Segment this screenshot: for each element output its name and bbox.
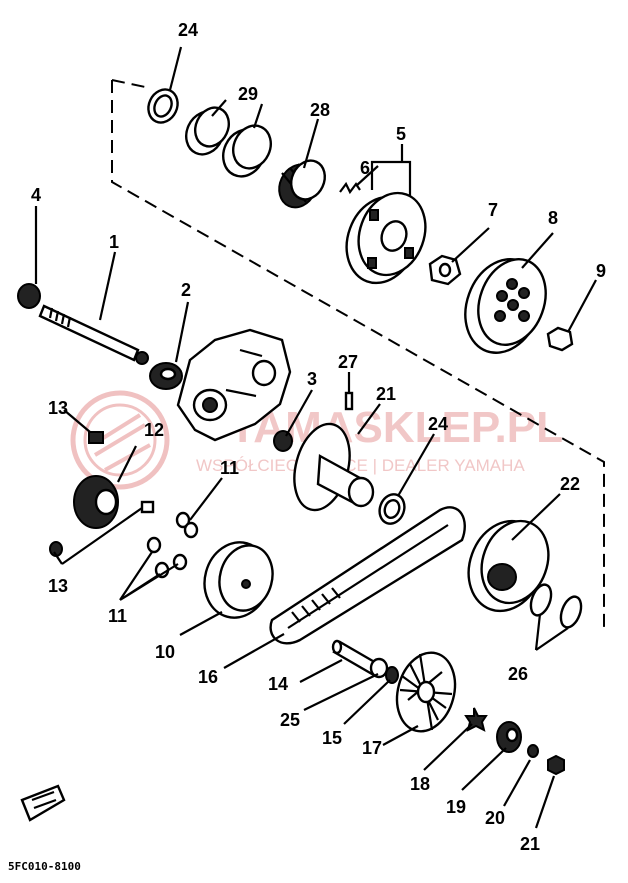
callout-26: 27 [338,352,358,372]
callout-13-upper: 13 [48,398,68,418]
callout-3: 3 [307,369,317,389]
part-5-clutch-carrier [345,191,427,285]
part-28-bushings [185,106,272,178]
part-22-secondary-sheave [293,422,375,512]
watermark-logo [70,390,170,490]
callout-13-lower: 13 [48,576,68,596]
callout-25: 26 [508,664,528,684]
callout-1: 1 [109,232,119,252]
callout-8: 8 [548,208,558,228]
transmission-case [176,328,292,442]
callout-11-lower: 11 [108,606,127,626]
callout-28: 29 [238,84,258,104]
callout-24: 24 [178,20,198,40]
part-17-fan [395,651,457,733]
callout-29: 25 [280,710,300,730]
callout-2: 2 [181,280,191,300]
callout-5: 5 [396,124,406,144]
part-7-nut [428,254,462,286]
part-3-washer [273,430,293,452]
part-12-cam [73,475,119,529]
callout-15: 15 [322,728,342,748]
part-2-bearing [149,362,183,390]
callout-numbers: 24 29 28 5 6 7 8 9 4 1 2 3 27 21 24 22 1… [31,20,606,854]
part-21-nut [547,754,565,776]
assembly-boundary-line [111,79,605,630]
part-19-one-way-clutch [496,721,522,753]
part-10-primary-sheave [203,541,274,619]
part-26-pin [344,391,354,411]
part-20-washer [527,744,539,758]
callout-16: 16 [198,667,218,687]
callout-12: 12 [144,420,164,440]
leader-lines [34,46,597,829]
part-11-rollers [146,511,199,579]
callout-9: 9 [596,261,606,281]
callout-22: 21 [376,384,396,404]
callout-11-upper: 11 [220,458,239,478]
diagram-code: 5FC010-8100 [8,860,81,873]
part-9-nut [546,326,574,352]
callout-14: 14 [268,674,288,694]
part-24-washer [147,88,179,124]
callout-27: 28 [310,100,330,120]
part-16-v-belt [269,506,466,645]
part-15-washer [385,666,399,684]
callout-24-lower: 24 [428,414,448,434]
part-13-bolt-upper [88,431,104,444]
watermark-subtext: WSPÓŁCIECHOWICE | DEALER YAMAHA [196,456,525,475]
part-29-washer [369,657,389,679]
callout-18: 18 [410,774,430,794]
callout-10: 10 [155,642,175,662]
part-24-lower-washer [378,493,406,525]
part-25-o-rings [529,583,583,629]
part-13-slider-2 [140,500,155,514]
part-27-needle-bearing [278,159,326,209]
callout-4: 4 [31,185,41,205]
part-8-clutch-housing [464,258,547,354]
part-1-drive-shaft [38,304,149,365]
front-arrow-icon [20,784,66,822]
part-4-oil-seal [17,283,41,309]
callout-17: 17 [362,738,382,758]
callout-19: 19 [446,797,466,817]
callout-21: 21 [520,834,540,854]
callout-7: 7 [488,200,498,220]
callout-23: 22 [560,474,580,494]
callout-6: 6 [360,158,370,178]
callout-20: 20 [485,808,505,828]
